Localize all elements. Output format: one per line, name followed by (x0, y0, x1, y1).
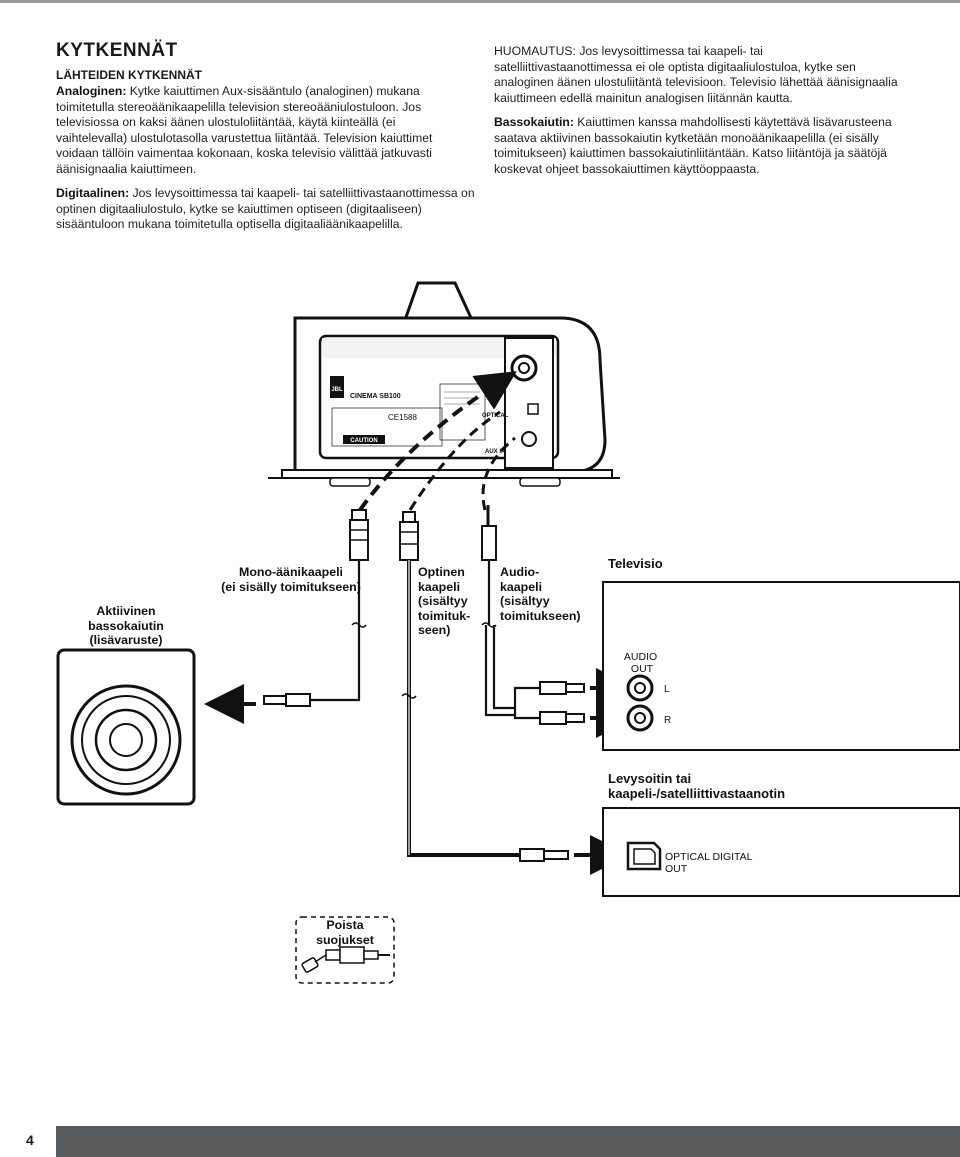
optical-cable-label-line-1: Optinen (418, 565, 465, 579)
note-paragraph: HUOMAUTUS: Jos levysoittimessa tai kaape… (494, 44, 904, 106)
remove-caps-illustration (295, 916, 395, 984)
bass-text: Kaiuttimen kanssa mahdollisesti käytettä… (494, 115, 892, 176)
player-optical-line-1: OPTICAL DIGITAL (665, 851, 753, 863)
speaker-optical: OPTICAL (482, 413, 509, 419)
tv-label: Televisio (608, 556, 663, 571)
analog-text: Kytke kaiuttimen Aux-sisääntulo (analogi… (56, 84, 433, 176)
optical-cable-label-line-2: kaapeli (418, 579, 461, 594)
bass-lead: Bassokaiutin: (494, 115, 574, 129)
subwoofer-label-line-3: (lisävaruste) (89, 633, 163, 647)
cable-plugs-top (349, 505, 497, 561)
tv-l-label: L (664, 684, 670, 695)
tv-audio-out-line-1: AUDIO (624, 651, 657, 663)
tv-audio-out-line-2: OUT (631, 663, 654, 675)
remove-caps-line-2: suojukset (316, 932, 374, 947)
audio-cable-label: Audio- kaapeli (sisältyy toimitukseen) (500, 565, 600, 623)
audio-cable-label-line-2: kaapeli (500, 579, 543, 594)
player-label-line-1: Levysoitin tai (608, 771, 692, 786)
remove-caps-line-1: Poista (326, 918, 364, 932)
tv-r-label: R (664, 715, 671, 726)
section-title: KYTKENNÄT (56, 40, 178, 61)
tv-audio-out-label: AUDIO OUT (624, 651, 660, 675)
audio-cable-label-line-3: (sisältyy (500, 594, 550, 608)
subwoofer-label: Aktiivinen bassokaiutin (lisävaruste) (78, 604, 174, 648)
player-optical-out-label: OPTICAL DIGITAL OUT (665, 851, 755, 875)
audio-cable-label-line-4: toimitukseen) (500, 608, 581, 623)
connection-arrows (358, 371, 517, 512)
top-rule (0, 0, 960, 3)
player-label-line-2: kaapeli-/satelliittivastaanotin (608, 785, 786, 801)
speaker-caution: CAUTION (350, 438, 377, 444)
mono-cable-label: Mono-äänikaapeli (ei sisälly toimituksee… (196, 565, 386, 594)
speaker-ce: CE1588 (388, 413, 417, 422)
optical-cable-label-line-3: (sisältyy (418, 594, 468, 608)
mono-cable-label-line-2: (ei sisälly toimitukseen) (221, 579, 361, 594)
digital-text: Jos levysoittimessa tai kaapeli- tai sat… (56, 186, 475, 232)
soundbar-illustration: JBL CINEMA SB100 CAUTION CE1588 SUB OPTI… (268, 281, 620, 487)
subwoofer-illustration (56, 648, 196, 806)
speaker-model: CINEMA SB100 (350, 393, 401, 400)
note-text: HUOMAUTUS: Jos levysoittimessa tai kaape… (494, 44, 898, 105)
subwoofer-label-line-1: Aktiivinen (96, 604, 156, 618)
optical-cable-label-line-4: toimituk- (418, 608, 471, 623)
player-illustration (602, 807, 960, 897)
speaker-brand: JBL (331, 387, 343, 393)
subwoofer-label-line-2: bassokaiutin (88, 618, 164, 633)
subsection-title: LÄHTEIDEN KYTKENNÄT (56, 68, 202, 82)
page-number: 4 (26, 1132, 34, 1148)
footer-bar (56, 1126, 960, 1157)
player-label: Levysoitin tai kaapeli-/satelliittivasta… (608, 771, 786, 801)
television-illustration (602, 581, 960, 751)
player-optical-line-2: OUT (665, 863, 688, 875)
cable-lines (204, 560, 636, 875)
remove-caps-label: Poista suojukset (300, 918, 390, 947)
digital-paragraph: Digitaalinen: Jos levysoittimessa tai ka… (56, 186, 476, 233)
speaker-aux: AUX IN (485, 449, 505, 455)
optical-cable-label: Optinen kaapeli (sisältyy toimituk- seen… (418, 565, 488, 638)
audio-cable-label-line-1: Audio- (500, 565, 540, 579)
mono-cable-label-line-1: Mono-äänikaapeli (239, 565, 343, 579)
bass-paragraph: Bassokaiutin: Kaiuttimen kanssa mahdolli… (494, 115, 904, 177)
jbl-logo-icon (330, 376, 344, 398)
speaker-sub: SUB (487, 376, 500, 382)
digital-lead: Digitaalinen: (56, 186, 130, 200)
analog-paragraph: Analoginen: Kytke kaiuttimen Aux-sisäänt… (56, 84, 451, 178)
analog-lead: Analoginen: (56, 84, 127, 98)
optical-cable-label-line-5: seen) (418, 623, 451, 637)
